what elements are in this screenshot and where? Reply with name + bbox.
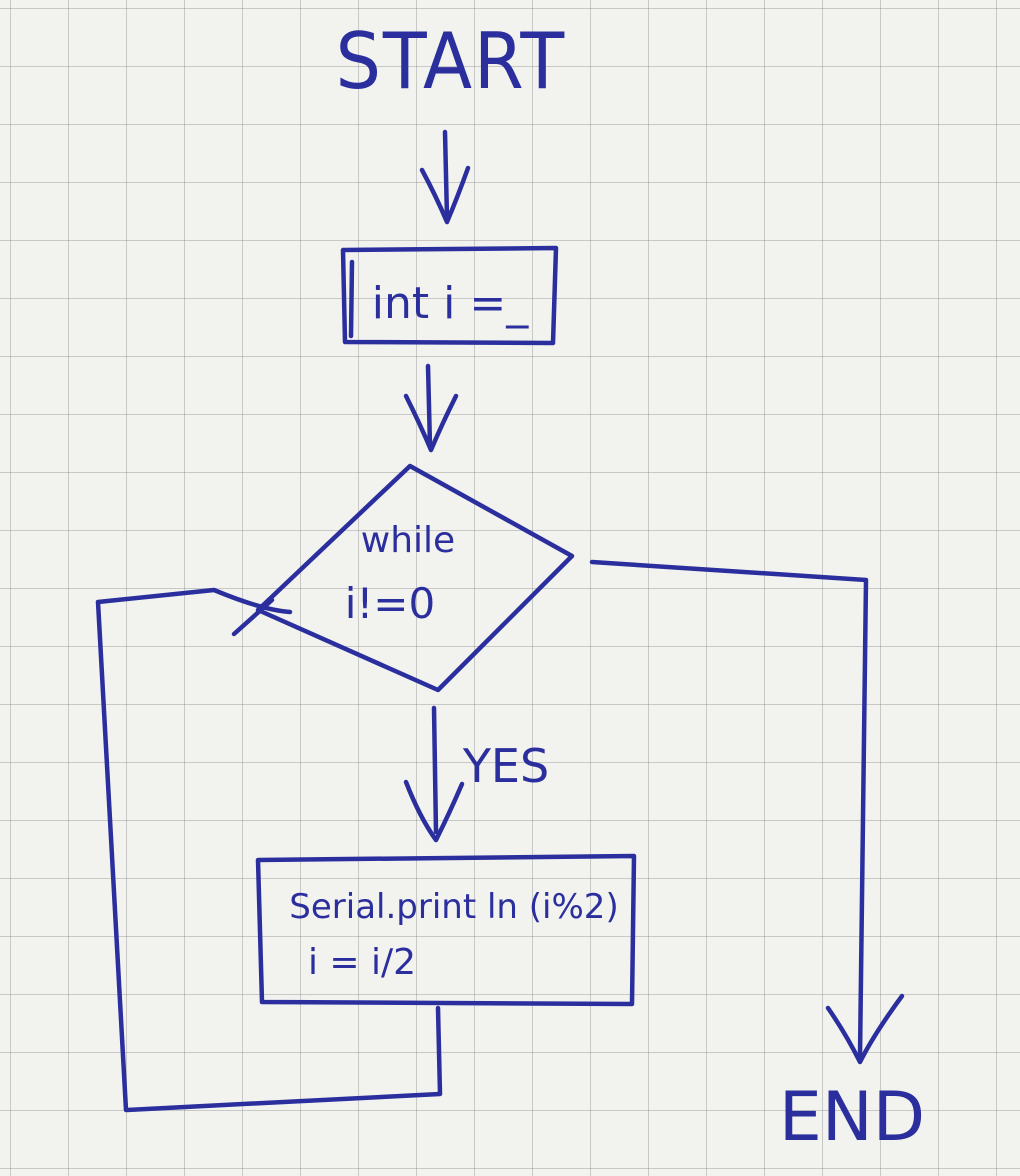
arrow-decision-yes: YES [403,705,549,843]
decision-diamond: while i!=0 [255,463,575,693]
process-box: Serial.print ln (i%2) i = i/2 [255,853,637,1007]
init-label: int i =_ [372,278,529,329]
yes-label: YES [462,739,549,793]
init-box: int i =_ [340,245,559,346]
process-line1: Serial.print ln (i%2) [289,887,618,927]
process-line2: i = i/2 [308,942,416,983]
loop-back-arrow [95,587,443,1113]
exit-path-arrow [589,559,905,1065]
decision-keyword: while [361,520,455,561]
end-label: END [779,1078,925,1157]
start-label: START [336,15,567,107]
decision-condition: i!=0 [345,579,435,628]
arrow-start-to-init [419,129,471,225]
arrow-init-to-decision [403,363,459,453]
